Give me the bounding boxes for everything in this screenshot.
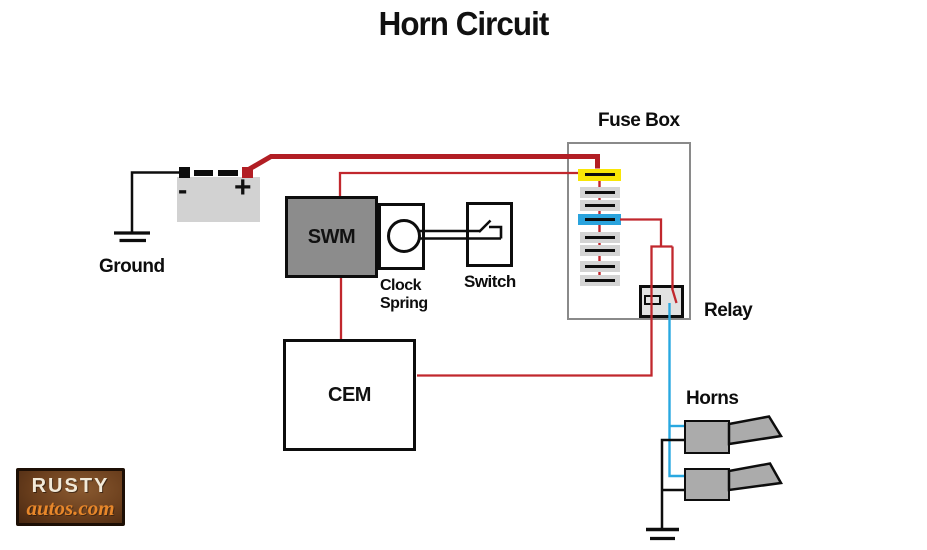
fuse-element-bar	[585, 235, 615, 239]
battery-top-bar-segment	[194, 170, 213, 176]
cem-to-relay-coil-wire	[417, 245, 673, 377]
swm-module-box: SWM	[285, 196, 378, 278]
fuse-7-gray	[580, 260, 620, 272]
battery-negative-terminal	[179, 167, 190, 178]
horn-trumpet	[727, 462, 783, 492]
fuse-element-bar	[584, 217, 615, 221]
fuse-5-gray	[580, 231, 620, 243]
clock-spring-circle	[387, 219, 421, 253]
ground-label: Ground	[99, 256, 165, 277]
horn-switch-box	[466, 202, 513, 267]
horns-label: Horns	[686, 388, 739, 409]
battery-top-bar-segment	[218, 170, 238, 176]
fuse-4-blue	[578, 213, 621, 225]
logo-line2: autos.com	[26, 495, 115, 520]
fuse-box-label: Fuse Box	[598, 110, 680, 131]
switch-label: Switch	[464, 272, 516, 291]
switch-contact-hook	[489, 225, 503, 239]
fuse-1-yellow	[578, 169, 621, 181]
relay-label: Relay	[704, 300, 753, 321]
page-title: Horn Circuit	[378, 5, 550, 42]
horn-trumpet	[727, 415, 784, 446]
battery-plus-label: +	[234, 171, 252, 204]
relay-box	[639, 285, 684, 318]
battery-body	[177, 177, 260, 222]
cem-label: CEM	[328, 383, 371, 406]
fuse-2-gray	[580, 186, 620, 198]
fuse-6-gray	[580, 245, 620, 256]
fuse-element-bar	[585, 249, 615, 252]
switch-lever	[478, 219, 492, 233]
swm-label: SWM	[307, 225, 356, 248]
fuse-element-bar	[585, 190, 615, 194]
fuse-to-relay-wire	[620, 218, 663, 247]
swm-feed-wire	[338, 171, 578, 196]
fuse-element-bar	[585, 279, 615, 282]
rustyautos-logo: RUSTY autos.com	[16, 468, 125, 526]
relay-to-horns-wire	[668, 303, 684, 478]
fuse-8-gray	[580, 275, 620, 286]
fuse-element-bar	[585, 204, 615, 207]
clock-spring-label: Clock Spring	[380, 277, 428, 312]
fuse-3-gray	[580, 200, 620, 211]
battery-ground-wire	[130, 171, 181, 232]
battery-minus-label: -	[178, 174, 188, 205]
battery-positive-wire	[244, 154, 600, 174]
fuse-element-bar	[585, 264, 615, 268]
cem-module-box: CEM	[283, 339, 416, 451]
fuse-element-bar	[584, 173, 615, 177]
horn-ground-wire	[660, 438, 684, 529]
relay-contact-lever	[670, 287, 678, 304]
horn-body	[684, 420, 730, 454]
logo-line1: RUSTY	[31, 474, 110, 497]
